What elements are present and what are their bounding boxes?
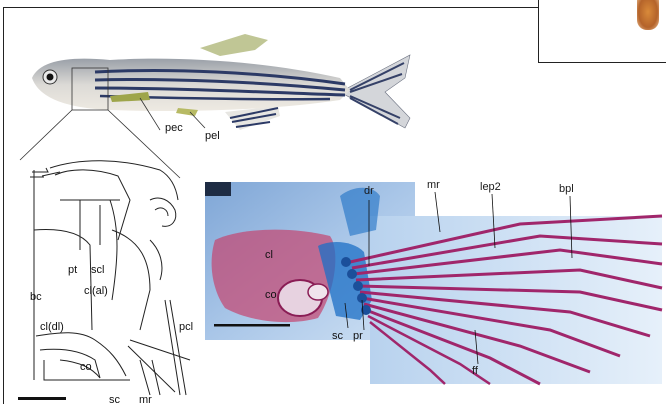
label-ff: ff (472, 366, 478, 377)
label-pcl: pcl (179, 322, 193, 333)
label-co-d: co (265, 290, 277, 301)
label-lep2: lep2 (480, 182, 501, 193)
scale-bar-c (18, 397, 66, 400)
label-cl-dl: cl(dl) (40, 322, 64, 333)
label-scl: scl (91, 265, 104, 276)
stained-fin-photo (205, 182, 662, 384)
label-dr: dr (364, 186, 374, 197)
label-bpl: bpl (559, 184, 574, 195)
scale-bar-d (214, 324, 290, 327)
label-pr: pr (353, 331, 363, 342)
zoom-line-right (108, 110, 180, 178)
label-cl-d: cl (265, 250, 273, 261)
label-co-c: co (80, 362, 92, 373)
label-pt: pt (68, 265, 77, 276)
label-sc-c: sc (109, 395, 120, 406)
label-mr-d: mr (427, 180, 440, 191)
zoom-line-left (20, 110, 72, 160)
label-bc: bc (30, 292, 42, 303)
label-pec: pec (165, 123, 183, 134)
label-cl-al: cl(al) (84, 286, 108, 297)
label-sc-d: sc (332, 331, 343, 342)
pel-leader (190, 112, 205, 128)
zebrafish-photo (32, 34, 410, 130)
label-pel: pel (205, 131, 220, 142)
pectoral-girdle-drawing (30, 161, 190, 395)
label-mr-c: mr (139, 395, 152, 406)
